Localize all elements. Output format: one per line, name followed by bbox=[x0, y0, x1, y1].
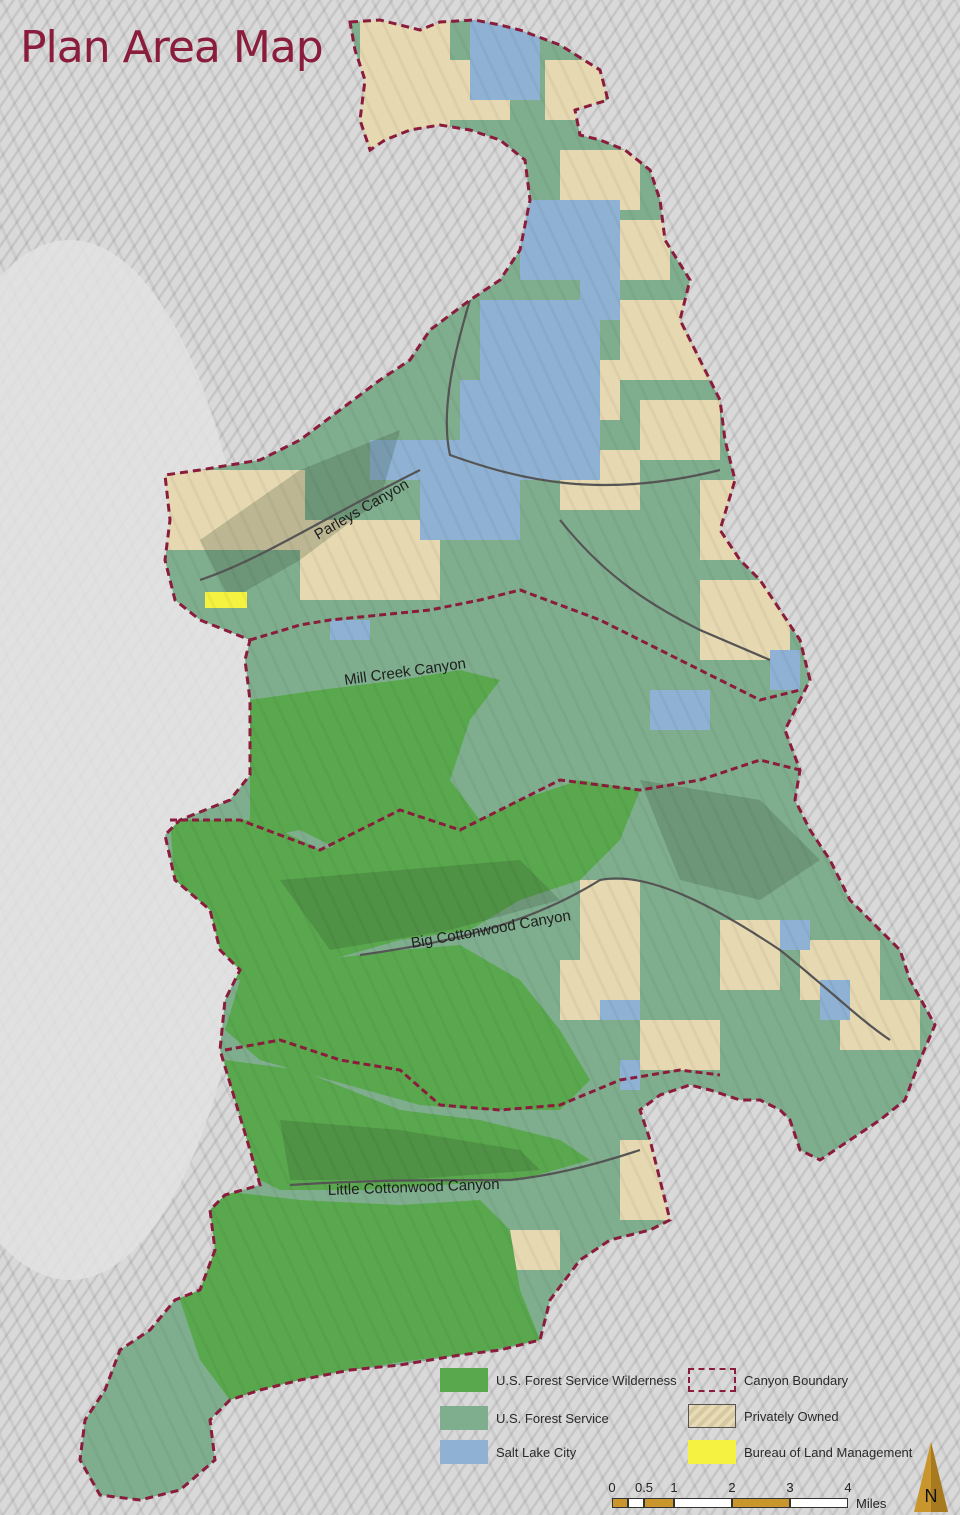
scale-units: Miles bbox=[856, 1496, 887, 1511]
legend-swatch-canyon-boundary bbox=[688, 1368, 736, 1392]
map-title: Plan Area Map bbox=[20, 22, 324, 73]
legend-label-canyon-boundary: Canyon Boundary bbox=[744, 1372, 849, 1388]
legend-item-salt-lake-city: Salt Lake City bbox=[440, 1440, 576, 1464]
scale-tick-0: 0 bbox=[608, 1480, 616, 1495]
scale-tick-2: 2 bbox=[728, 1480, 736, 1495]
scale-segment bbox=[674, 1498, 732, 1508]
scale-segment bbox=[644, 1498, 674, 1508]
legend-swatch-blm bbox=[688, 1440, 736, 1464]
legend-label-salt-lake-city: Salt Lake City bbox=[496, 1444, 577, 1460]
canyon-divides bbox=[170, 588, 801, 1112]
legend-item-privately-owned: Privately Owned bbox=[688, 1404, 839, 1428]
legend-item-forest-service: U.S. Forest Service bbox=[440, 1406, 609, 1430]
legend-label-wilderness: U.S. Forest Service Wilderness bbox=[496, 1372, 677, 1388]
north-arrow-icon: N bbox=[914, 1442, 948, 1512]
scale-segment bbox=[790, 1498, 848, 1508]
scale-tick-1: 1 bbox=[670, 1480, 678, 1495]
legend-label-blm: Bureau of Land Management bbox=[744, 1444, 913, 1460]
legend-label-privately-owned: Privately Owned bbox=[744, 1408, 839, 1424]
scale-tick-0-5: 0.5 bbox=[634, 1480, 654, 1495]
scale-bar: 0 0.5 1 2 3 4 Miles bbox=[608, 1480, 908, 1514]
north-arrow: N bbox=[914, 1442, 948, 1512]
legend-swatch-forest-service bbox=[440, 1406, 488, 1430]
scale-segment bbox=[732, 1498, 790, 1508]
legend-swatch-salt-lake-city bbox=[440, 1440, 488, 1464]
map-legend: U.S. Forest Service Wilderness U.S. Fore… bbox=[440, 1368, 930, 1472]
legend-label-forest-service: U.S. Forest Service bbox=[496, 1410, 609, 1426]
scale-segment bbox=[628, 1498, 644, 1508]
legend-item-blm: Bureau of Land Management bbox=[688, 1440, 912, 1464]
scale-segment bbox=[612, 1498, 628, 1508]
legend-item-wilderness: U.S. Forest Service Wilderness bbox=[440, 1368, 677, 1392]
north-label: N bbox=[925, 1486, 938, 1506]
canyon-label-little-cottonwood: Little Cottonwood Canyon bbox=[328, 1176, 500, 1199]
legend-item-canyon-boundary: Canyon Boundary bbox=[688, 1368, 848, 1392]
canyon-boundary bbox=[78, 18, 937, 1502]
scale-tick-3: 3 bbox=[786, 1480, 794, 1495]
legend-swatch-wilderness bbox=[440, 1368, 488, 1392]
legend-swatch-privately-owned bbox=[688, 1404, 736, 1428]
scale-tick-4: 4 bbox=[844, 1480, 852, 1495]
